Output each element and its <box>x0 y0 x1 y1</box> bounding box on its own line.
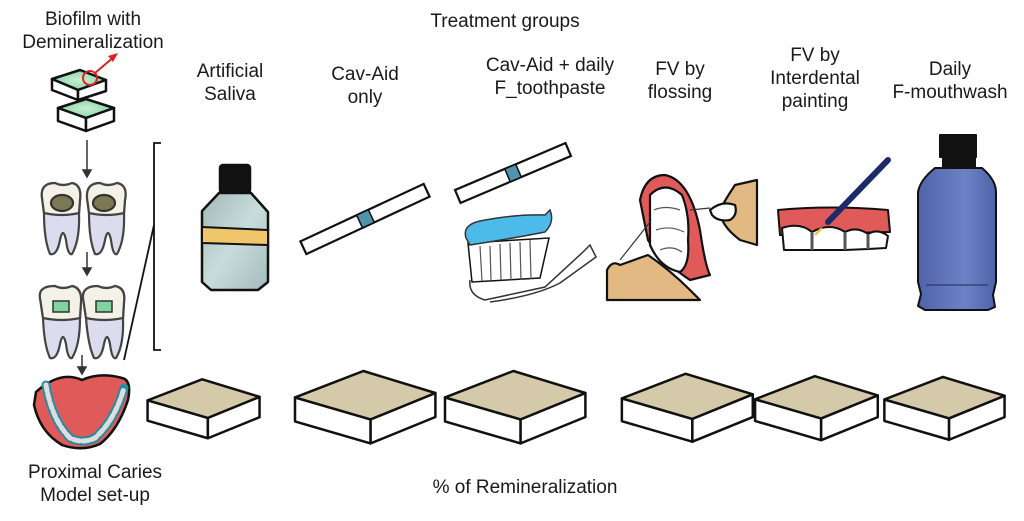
block-top-face <box>293 369 437 421</box>
setup-top-label: Biofilm with Demineralization <box>2 8 184 54</box>
interdental-painting-icon <box>777 157 891 251</box>
toothbrush-toothpaste-icon <box>464 208 597 303</box>
group-label-line: Daily <box>928 59 972 80</box>
group-label-artificial-saliva: Artificial Saliva <box>180 60 280 106</box>
group-label-line: painting <box>781 91 849 112</box>
remineralization-blocks <box>146 369 1006 445</box>
enamel-block-4 <box>620 372 755 443</box>
bracket-connector <box>123 142 161 361</box>
group-label-line: Saliva <box>204 84 256 105</box>
flow-arrow-icon <box>76 140 93 376</box>
group-label-fv-interdental: FV by Interdental painting <box>755 44 875 113</box>
group-label-line: F_toothpaste <box>494 78 606 99</box>
specimen-teeth-icon <box>38 284 126 360</box>
enamel-block-5 <box>753 374 880 442</box>
block-top-face <box>620 372 755 421</box>
block-top-face <box>146 378 261 420</box>
block-top-face <box>753 374 880 420</box>
cav-aid-strip-icon <box>298 182 432 256</box>
setup-top-label-line1: Biofilm with <box>44 9 142 30</box>
figure-footer: % of Remineralization <box>432 477 618 498</box>
group-label-line: FV by <box>790 45 840 66</box>
setup-bottom-label-line1: Proximal Caries <box>27 462 163 483</box>
demineralization-pointer-icon <box>82 53 118 86</box>
saliva-bottle-icon <box>200 163 270 292</box>
enamel-block-6 <box>883 375 1006 441</box>
group-label-line: Cav-Aid + daily <box>485 55 615 76</box>
group-label-line: F-mouthwash <box>892 82 1008 103</box>
enamel-block-1 <box>146 378 261 440</box>
biofilm-blocks-icon <box>50 68 116 133</box>
setup-bottom-label: Proximal Caries Model set-up <box>0 461 190 507</box>
group-label-cav-aid-toothpaste: Cav-Aid + daily F_toothpaste <box>460 54 640 100</box>
cav-aid-strip-icon <box>453 141 573 205</box>
group-label-line: Cav-Aid <box>331 64 399 85</box>
enamel-block-3 <box>443 369 587 445</box>
flossing-icon <box>605 173 759 302</box>
mouthwash-bottle-icon <box>917 134 997 311</box>
group-label-line: only <box>347 87 383 108</box>
demineralized-teeth-icon <box>40 181 127 256</box>
enamel-block-2 <box>293 369 437 445</box>
block-top-face <box>443 369 587 421</box>
group-label-line: FV by <box>655 59 705 80</box>
mandible-model-icon <box>32 374 131 450</box>
figure-title: Treatment groups <box>430 11 580 32</box>
group-label-daily-mouthwash: Daily F-mouthwash <box>875 58 1024 104</box>
group-label-fv-flossing: FV by flossing <box>630 58 730 104</box>
group-label-cav-aid-only: Cav-Aid only <box>315 63 415 109</box>
setup-top-label-line2: Demineralization <box>22 32 164 53</box>
setup-bottom-label-line2: Model set-up <box>40 485 150 506</box>
block-top-face <box>883 375 1006 420</box>
group-label-line: flossing <box>647 82 713 103</box>
group-label-line: Interdental <box>770 68 860 89</box>
group-label-line: Artificial <box>196 61 264 82</box>
